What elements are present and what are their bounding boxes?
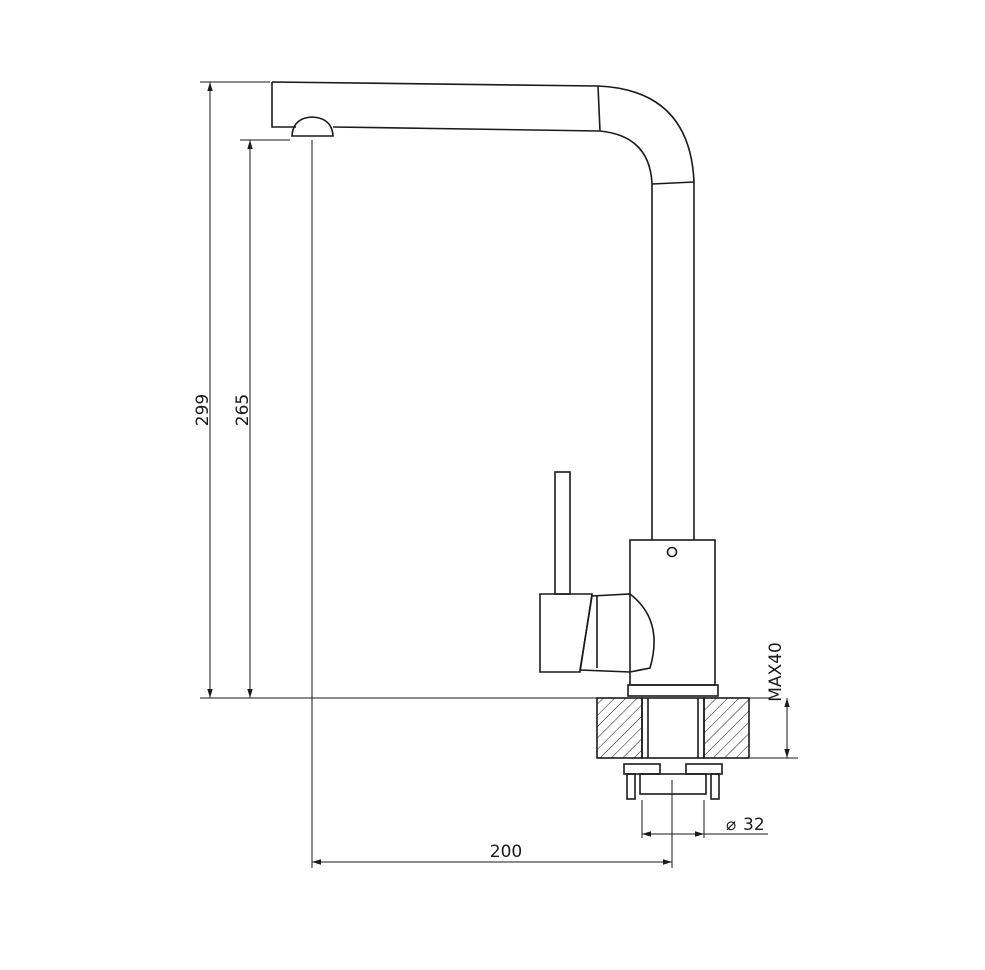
label-reach: 200 (490, 842, 522, 862)
mounting-nut-right (685, 763, 723, 775)
mounting-nut-left (623, 763, 661, 775)
mounting-bracket (639, 773, 707, 795)
mounting-shank (641, 697, 705, 759)
handle-cartridge (539, 593, 593, 673)
spout-bend-line-1 (597, 85, 601, 132)
handle-connector (579, 593, 655, 673)
handle-lever (554, 471, 571, 595)
diameter-symbol: ⌀ (726, 815, 736, 835)
label-spout-height: 265 (233, 394, 253, 426)
label-hole-diameter: 32 (743, 815, 765, 835)
countertop-right (703, 697, 750, 759)
spout-outline (271, 81, 695, 540)
aerator (291, 116, 334, 137)
body-hole (666, 546, 678, 558)
label-total-height: 299 (193, 394, 213, 426)
spout-bend-line-2 (651, 181, 695, 185)
label-max-thickness: MAX40 (766, 642, 786, 702)
body-base-ring (627, 684, 719, 697)
bolt-right (710, 773, 720, 800)
faucet-body (629, 539, 716, 686)
bolt-left (626, 773, 636, 800)
countertop-left (596, 697, 643, 759)
